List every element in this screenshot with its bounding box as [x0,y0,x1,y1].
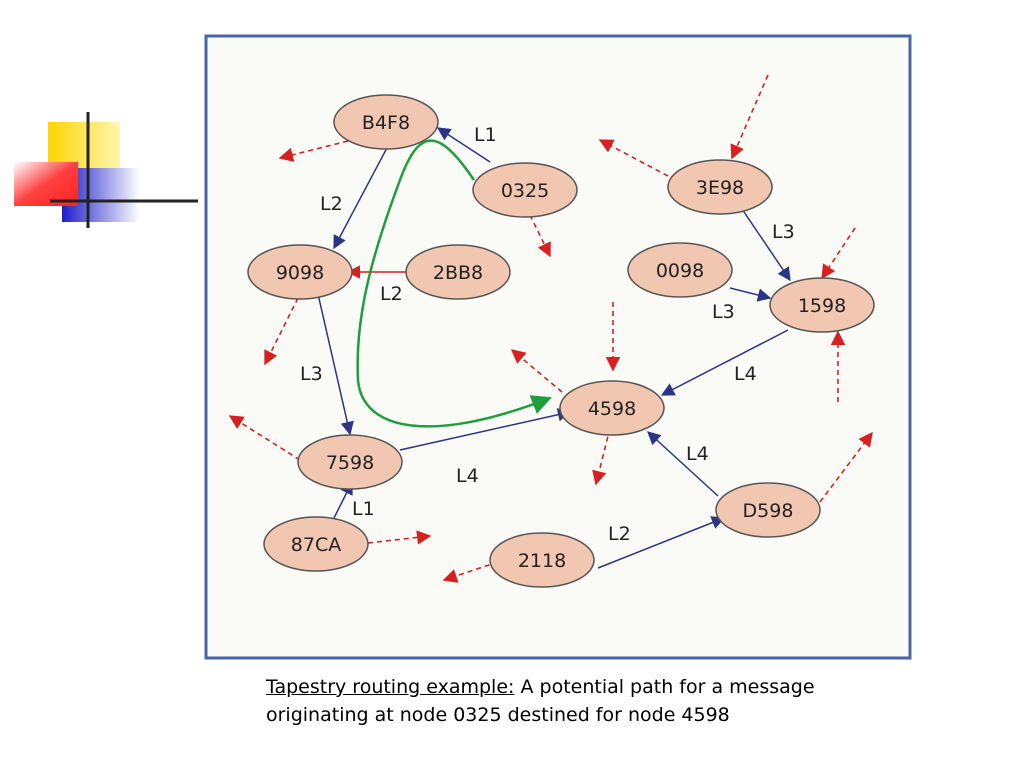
edge-label: L3 [300,363,323,385]
node-label: 9098 [276,262,324,284]
external-pointer [228,415,301,461]
caption-line-1: Tapestry routing example: A potential pa… [266,673,966,701]
external-pointer [278,140,349,162]
node-label: D598 [743,500,794,522]
node-0098[interactable]: 0098 [627,242,733,298]
node-9098[interactable]: 9098 [247,244,353,300]
edge-d598-4598 [647,431,719,497]
external-pointer [598,139,669,177]
node-label: 7598 [326,452,374,474]
edge-label: L2 [608,523,631,545]
nodes: B4F8 0325 3E98 9098 2BB8 0098 1598 4598 [247,94,875,588]
external-pointer [442,561,499,583]
routing-edges [317,127,791,569]
node-label: B4F8 [362,112,410,134]
node-d598[interactable]: D598 [715,482,821,538]
potential-route-path [356,139,552,428]
edge-2118-d598 [597,516,726,569]
edge-label: L3 [772,221,795,243]
edge-9098-7598 [317,293,354,436]
edge-label: L3 [712,301,735,323]
node-label: 0325 [501,180,549,202]
node-2bb8[interactable]: 2BB8 [405,244,511,300]
edge-label: L4 [686,443,709,465]
node-0325[interactable]: 0325 [472,162,578,218]
edge-1598-4598 [660,329,789,396]
node-label: 3E98 [696,177,744,199]
node-2118[interactable]: 2118 [489,532,595,588]
node-b4f8[interactable]: B4F8 [333,94,439,150]
edge-label: L4 [734,363,757,385]
caption-line-2: originating at node 0325 destined for no… [266,704,730,726]
external-pointer [819,431,873,503]
edge-label: L4 [456,465,479,487]
caption-lead: Tapestry routing example: [266,676,515,698]
node-label: 2118 [518,550,566,572]
node-label: 87CA [291,534,341,556]
edge-b4f8-9098 [333,145,389,250]
external-pointer [264,297,299,366]
logo-red-square [14,162,78,206]
edge-7598-4598 [399,408,572,451]
slide-logo-decoration [14,112,198,228]
external-pointer [592,427,611,486]
node-label: 0098 [656,260,704,282]
node-3e98[interactable]: 3E98 [667,159,773,215]
edge-3e98-1598 [739,205,791,282]
node-4598[interactable]: 4598 [559,380,665,436]
caption-text-1: A potential path for a message [520,676,815,698]
node-7598[interactable]: 7598 [297,434,403,490]
node-87ca[interactable]: 87CA [263,516,369,572]
edge-label: L1 [474,124,497,146]
edge-labels: L1 L2 L2 L3 L4 L1 L3 L3 L4 L4 L2 [300,124,795,545]
edge-label: L2 [320,193,343,215]
tapestry-routing-diagram: L1 L2 L2 L3 L4 L1 L3 L3 L4 L4 L2 B4F8 03… [204,34,912,660]
external-pointer [821,227,856,280]
external-pointer [730,74,769,160]
figure-caption: Tapestry routing example: A potential pa… [266,673,966,729]
node-label: 4598 [588,398,636,420]
node-1598[interactable]: 1598 [769,277,875,333]
edge-0098-1598 [729,287,772,302]
external-pointer [367,530,432,545]
edge-label: L2 [380,283,403,305]
node-label: 1598 [798,295,846,317]
external-pointer [510,349,563,393]
external-pointers [228,74,873,583]
external-pointer [529,214,551,258]
edge-0325-b4f8 [436,127,491,163]
node-label: 2BB8 [433,262,483,284]
edge-label: L1 [352,498,375,520]
